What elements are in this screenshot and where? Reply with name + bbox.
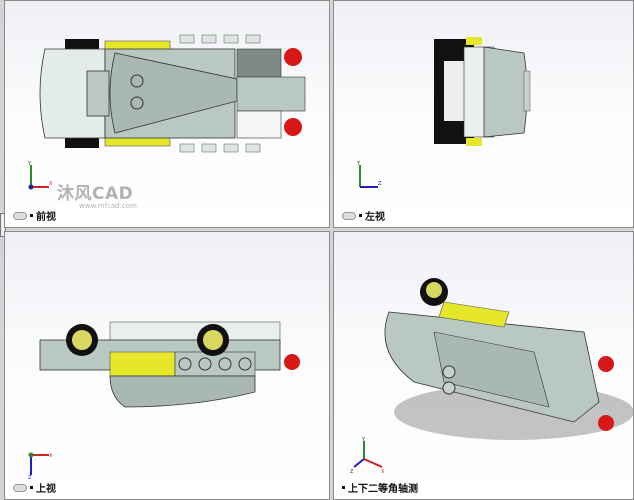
eye-icon[interactable]: [342, 211, 356, 220]
eye-icon[interactable]: [13, 483, 27, 492]
view-label: 上下二等角轴测: [342, 480, 418, 495]
svg-text:Y: Y: [361, 437, 366, 443]
model-left-view: [434, 37, 531, 146]
view-label: 上视: [13, 480, 56, 495]
view-label: 左视: [342, 208, 385, 223]
svg-text:Y: Y: [27, 161, 32, 167]
eye-icon[interactable]: [13, 211, 27, 220]
viewport-isometric[interactable]: Y X Z 上下二等角轴测: [333, 231, 634, 500]
svg-text:X: X: [49, 181, 53, 187]
model-top-view: [39, 321, 300, 408]
model-isometric-view: [384, 278, 633, 440]
view-label: 前视: [13, 208, 56, 223]
svg-text:Y: Y: [356, 161, 361, 167]
svg-text:Z: Z: [28, 475, 32, 479]
svg-text:Z: Z: [350, 469, 354, 475]
svg-text:X: X: [381, 469, 385, 475]
watermark: 沐风CAD www.mfcad.com: [57, 184, 137, 210]
model-front-view: [39, 34, 306, 153]
svg-text:X: X: [49, 453, 53, 459]
svg-text:Z: Z: [378, 181, 382, 187]
axis-triad: Y X Z: [348, 437, 388, 477]
